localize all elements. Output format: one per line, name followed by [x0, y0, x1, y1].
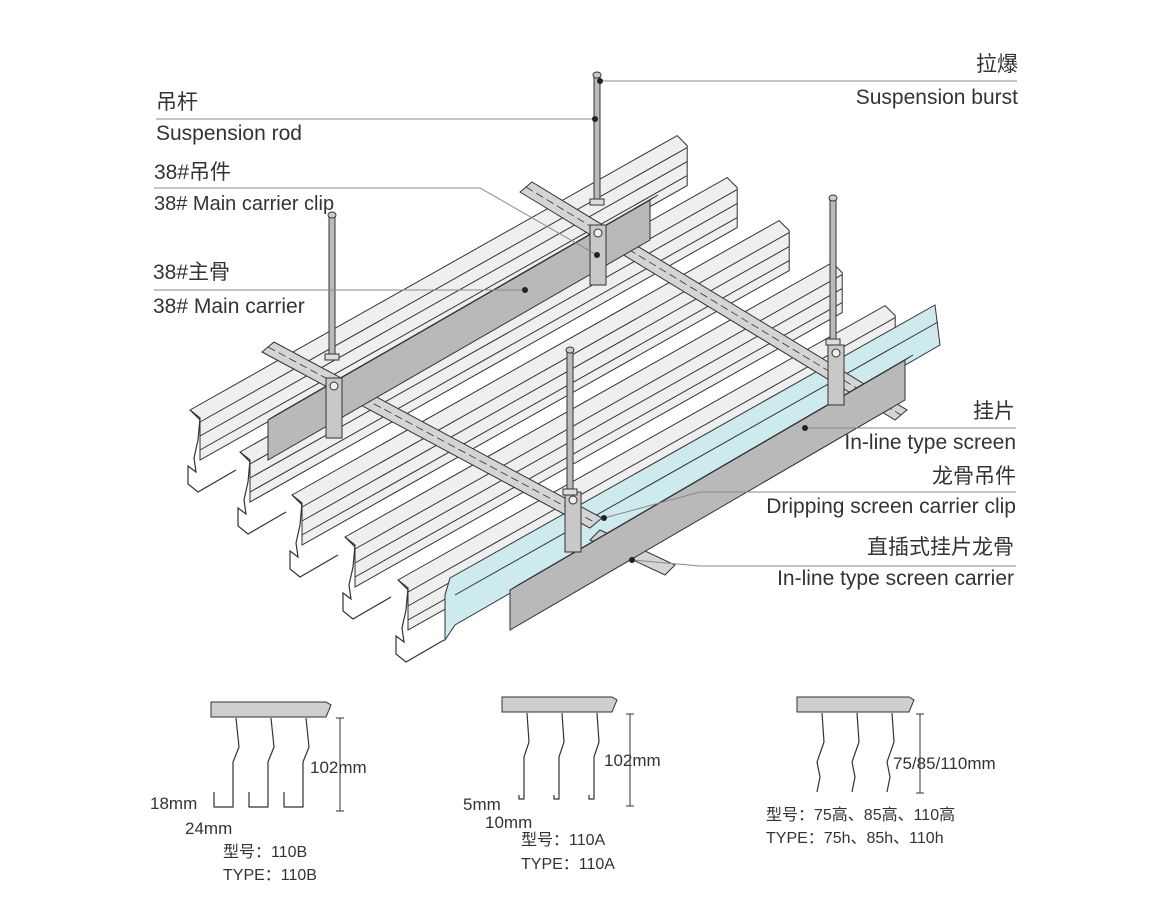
label-screen-carrier-cn: 直插式挂片龙骨 [867, 536, 1014, 559]
rod-nut [562, 488, 578, 496]
profile-110b-model-cn: 型号：110B [223, 844, 308, 861]
clip-bolt [593, 228, 603, 238]
rod-nut [825, 338, 841, 346]
profile-110b-lip-height: 18mm [150, 794, 198, 813]
panel-ridge [199, 161, 688, 437]
profile-blade [816, 712, 825, 793]
label-main-carrier-clip-en: 38# Main carrier clip [154, 193, 335, 215]
profile-carrier [210, 701, 332, 718]
carrier-perforations [267, 346, 597, 524]
rod-cap [828, 194, 838, 202]
threaded-rod [328, 214, 336, 361]
profile-h-model-cn: 型号：75高、85高、110高 [766, 807, 956, 824]
leader-dot [597, 78, 603, 84]
profile-blade [588, 712, 600, 800]
label-main-carrier-cn: 38#主骨 [153, 261, 231, 284]
panel-ridge [354, 274, 843, 550]
profile-blade [213, 717, 240, 808]
leader-line [603, 491, 1016, 519]
profile-h-height: 75/85/110mm [893, 754, 996, 773]
label-main-carrier-en: 38# Main carrier [153, 295, 305, 318]
panel-end-profile [342, 536, 392, 620]
profile-110b-height: 102mm [310, 758, 367, 777]
profile-110a-model-cn: 型号：110A [521, 832, 606, 849]
profile-drawings [210, 696, 924, 812]
label-suspension-rod-cn: 吊杆 [156, 91, 198, 114]
threaded-rod [829, 197, 837, 346]
leader-line [631, 559, 1016, 567]
profile-110a-height: 102mm [604, 751, 661, 770]
panel-end-profile [237, 451, 287, 535]
label-suspension-burst-en: Suspension burst [855, 86, 1018, 109]
panel-end-profile [289, 494, 339, 578]
profile-blade [518, 712, 530, 800]
profile-blade [283, 717, 310, 808]
label-screen-carrier-en: In-line type screen carrier [777, 567, 1014, 590]
panel-ridge [199, 175, 688, 451]
profile-110a-width: 10mm [485, 813, 533, 832]
profile-110a-model-en: TYPE：110A [521, 856, 615, 873]
profile-carrier [501, 696, 618, 713]
profile-blade [886, 712, 895, 793]
leader-line [154, 187, 598, 256]
label-suspension-rod-en: Suspension rod [156, 122, 302, 145]
label-screen-carrier-clip-cn: 龙骨吊件 [932, 465, 1016, 488]
leader-dot [601, 515, 607, 521]
panel-end-profile [395, 579, 445, 663]
main-carrier-top [509, 354, 914, 591]
rod-cap [565, 346, 575, 354]
rod-cap [327, 211, 337, 219]
leader-lines [154, 78, 1017, 567]
profile-blade [851, 712, 860, 793]
label-suspension-burst-cn: 拉爆 [976, 53, 1018, 76]
panel-end-profile [187, 409, 237, 493]
leader-dot [594, 252, 600, 258]
label-main-carrier-clip-cn: 38#吊件 [154, 161, 232, 184]
profile-blade [248, 717, 275, 808]
clip-bolt [568, 495, 578, 505]
label-inline-screen-cn: 挂片 [973, 400, 1015, 423]
profile-110a-lip-height: 5mm [463, 795, 501, 814]
suspension-rods [324, 71, 841, 496]
panel-ridge [354, 302, 843, 578]
clip-bolt [329, 381, 339, 391]
profile-110b-model-en: TYPE：110B [223, 867, 317, 884]
profile-carrier [796, 696, 915, 713]
rod-cap [592, 71, 602, 79]
profile-blade [553, 712, 565, 800]
leader-dot [592, 116, 598, 122]
profile-h-model-en: TYPE：75h、85h、110h [766, 830, 944, 847]
clip-bolt [831, 348, 841, 358]
main-carrier-top [267, 194, 659, 421]
leader-dot [802, 425, 808, 431]
label-screen-carrier-clip-en: Dripping screen carrier clip [766, 495, 1016, 518]
leader-dot [629, 557, 635, 563]
label-inline-screen-en: In-line type screen [844, 431, 1016, 454]
threaded-rod [593, 74, 601, 206]
rod-nut [324, 353, 340, 361]
leader-dot [522, 287, 528, 293]
panel-ridge [199, 147, 688, 423]
profile-110b-width: 24mm [185, 819, 233, 838]
threaded-rod [566, 349, 574, 496]
panel-ridge [301, 232, 790, 508]
carrier-clip [325, 377, 343, 439]
screen-ridge [454, 321, 939, 596]
rod-nut [589, 198, 605, 206]
